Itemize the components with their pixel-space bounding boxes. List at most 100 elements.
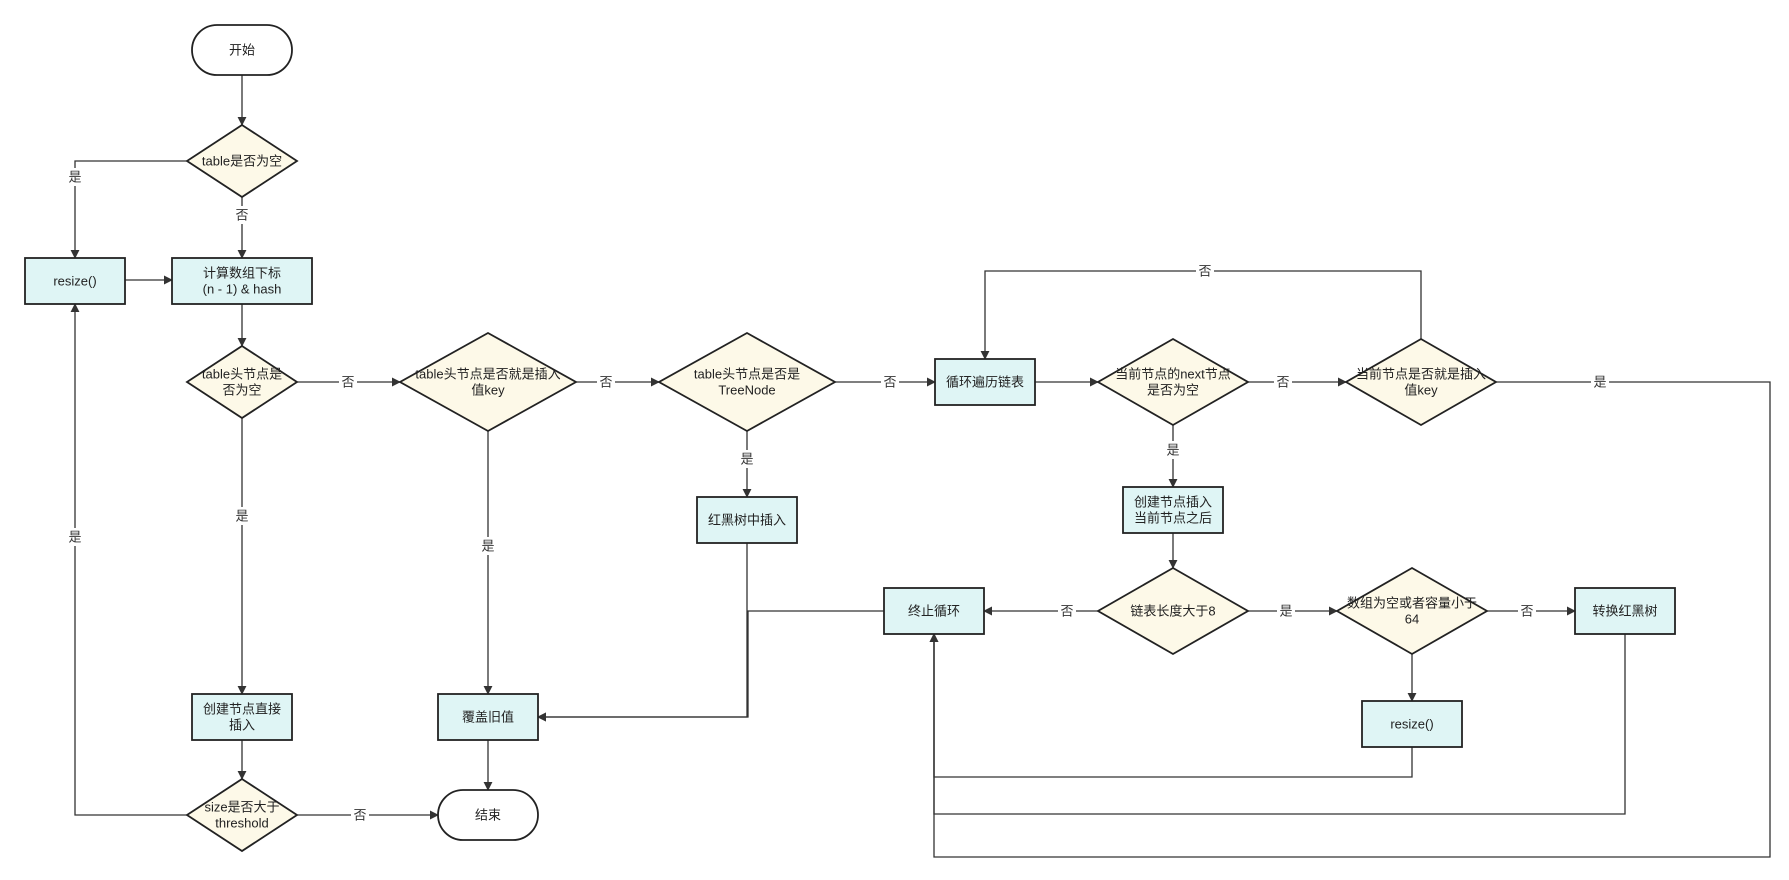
edge-label-head-treenode-yes: 是	[738, 450, 756, 468]
edge-label-background	[351, 806, 369, 824]
edge-label-head-empty-no: 否	[339, 373, 357, 391]
edge-label-cur-is-key-no: 否	[1196, 262, 1214, 280]
edge-arrow	[980, 270, 1422, 360]
node-label-line: resize()	[1390, 717, 1433, 732]
process-shape	[696, 496, 798, 544]
decision-shape	[1096, 337, 1250, 427]
node-label-line: table头节点是否是	[694, 367, 800, 382]
edge-label-size-gt-yes: 是	[66, 528, 84, 546]
node-label-line: 创建节点直接	[203, 702, 281, 717]
node-label-line: 计算数组下标	[203, 266, 281, 281]
node-label-line: TreeNode	[718, 383, 775, 398]
edge-label-text: 是	[1593, 375, 1606, 390]
decision-shape	[1335, 566, 1489, 656]
edge-label-text: 是	[481, 539, 494, 554]
edge-label-background	[1196, 262, 1214, 280]
edge-label-text: 是	[740, 452, 753, 467]
edge-label-background	[1274, 373, 1292, 391]
node-label-line: 当前节点的next节点	[1115, 367, 1231, 382]
edge-label-cur-is-key-yes: 是	[1591, 373, 1609, 391]
edge-label-text: 是	[235, 509, 248, 524]
node-label-line: (n - 1) & hash	[203, 282, 282, 297]
edge-label-text: 否	[235, 208, 248, 223]
edge-label-text: 否	[341, 375, 354, 390]
node-start: 开始	[191, 24, 293, 76]
edge-label-table-empty-no: 否	[233, 206, 251, 224]
edge-label-background	[881, 373, 899, 391]
edges	[70, 75, 1771, 858]
decision-shape	[657, 331, 837, 433]
edge-label-arr-small-no: 否	[1518, 602, 1536, 620]
edge-label-size-gt-no: 否	[351, 806, 369, 824]
edge-arrow	[537, 543, 748, 722]
node-label-line: 开始	[229, 43, 255, 58]
process-shape	[1574, 587, 1676, 635]
node-label-line: 创建节点插入	[1134, 495, 1212, 510]
node-label-line: 转换红黑树	[1592, 604, 1657, 619]
edge-label-text: 是	[68, 170, 81, 185]
process-shape	[934, 358, 1036, 406]
node-loop-list: 循环遍历链表	[934, 358, 1036, 406]
edge-arrow	[929, 633, 1626, 815]
process-shape	[171, 257, 313, 305]
nodes: 开始 table是否为空 resize() 计算数组下标(n - 1) & hash t…	[24, 24, 1676, 853]
edge-label-background	[1277, 602, 1295, 620]
edge-label-head-empty-yes: 是	[233, 507, 251, 525]
edge-label-text: 是	[68, 530, 81, 545]
node-label-line: 循环遍历链表	[946, 375, 1024, 390]
node-end: 结束	[437, 789, 539, 841]
node-label-line: table头节点是否就是插入	[415, 367, 560, 382]
process-shape	[24, 257, 126, 305]
decision-shape	[398, 331, 578, 433]
edge-label-text: 否	[1060, 604, 1073, 619]
node-label-line: size是否大于	[204, 800, 279, 815]
edge-label-len-gt8-no: 否	[1058, 602, 1076, 620]
node-label-line: 当前节点是否就是插入	[1356, 367, 1486, 382]
edge-label-background	[479, 537, 497, 555]
edge-label-background	[1518, 602, 1536, 620]
process-shape	[883, 587, 985, 635]
edge-label-table-empty-yes: 是	[66, 168, 84, 186]
node-resize-left: resize()	[24, 257, 126, 305]
node-label-line: 覆盖旧值	[462, 710, 514, 725]
edge-label-background	[233, 206, 251, 224]
edge-label-background	[339, 373, 357, 391]
process-shape	[1122, 486, 1224, 534]
node-rb-insert: 红黑树中插入	[696, 496, 798, 544]
edge-label-text: 是	[1166, 443, 1179, 458]
edge-labels: 是否否是否是否是否是否是是否否是否	[66, 168, 1609, 824]
node-label-line: 当前节点之后	[1134, 511, 1212, 526]
node-resize-right: resize()	[1361, 700, 1463, 748]
node-label-line: 插入	[229, 718, 255, 733]
node-label-line: 值key	[1404, 383, 1438, 398]
edge-label-background	[1164, 441, 1182, 459]
edge-label-text: 是	[1279, 604, 1292, 619]
edge-label-head-is-key-no: 否	[597, 373, 615, 391]
edge-label-background	[1058, 602, 1076, 620]
edge-label-head-treenode-no: 否	[881, 373, 899, 391]
edge-label-text: 否	[353, 808, 366, 823]
edge-label-background	[66, 528, 84, 546]
node-label-line: 否为空	[222, 383, 261, 398]
node-label-line: table是否为空	[202, 154, 282, 169]
node-label-line: 64	[1405, 612, 1419, 627]
node-label-line: 是否为空	[1147, 383, 1199, 398]
process-shape	[191, 693, 293, 741]
node-label-line: threshold	[215, 816, 268, 831]
node-label-line: 链表长度大于8	[1130, 604, 1215, 619]
node-label-line: table头节点是	[202, 367, 282, 382]
decision-shape	[185, 344, 299, 420]
edge-arrow	[70, 160, 187, 259]
edge-label-text: 否	[1520, 604, 1533, 619]
edge-label-next-empty-yes: 是	[1164, 441, 1182, 459]
node-label-line: 数组为空或者容量小于	[1347, 596, 1477, 611]
